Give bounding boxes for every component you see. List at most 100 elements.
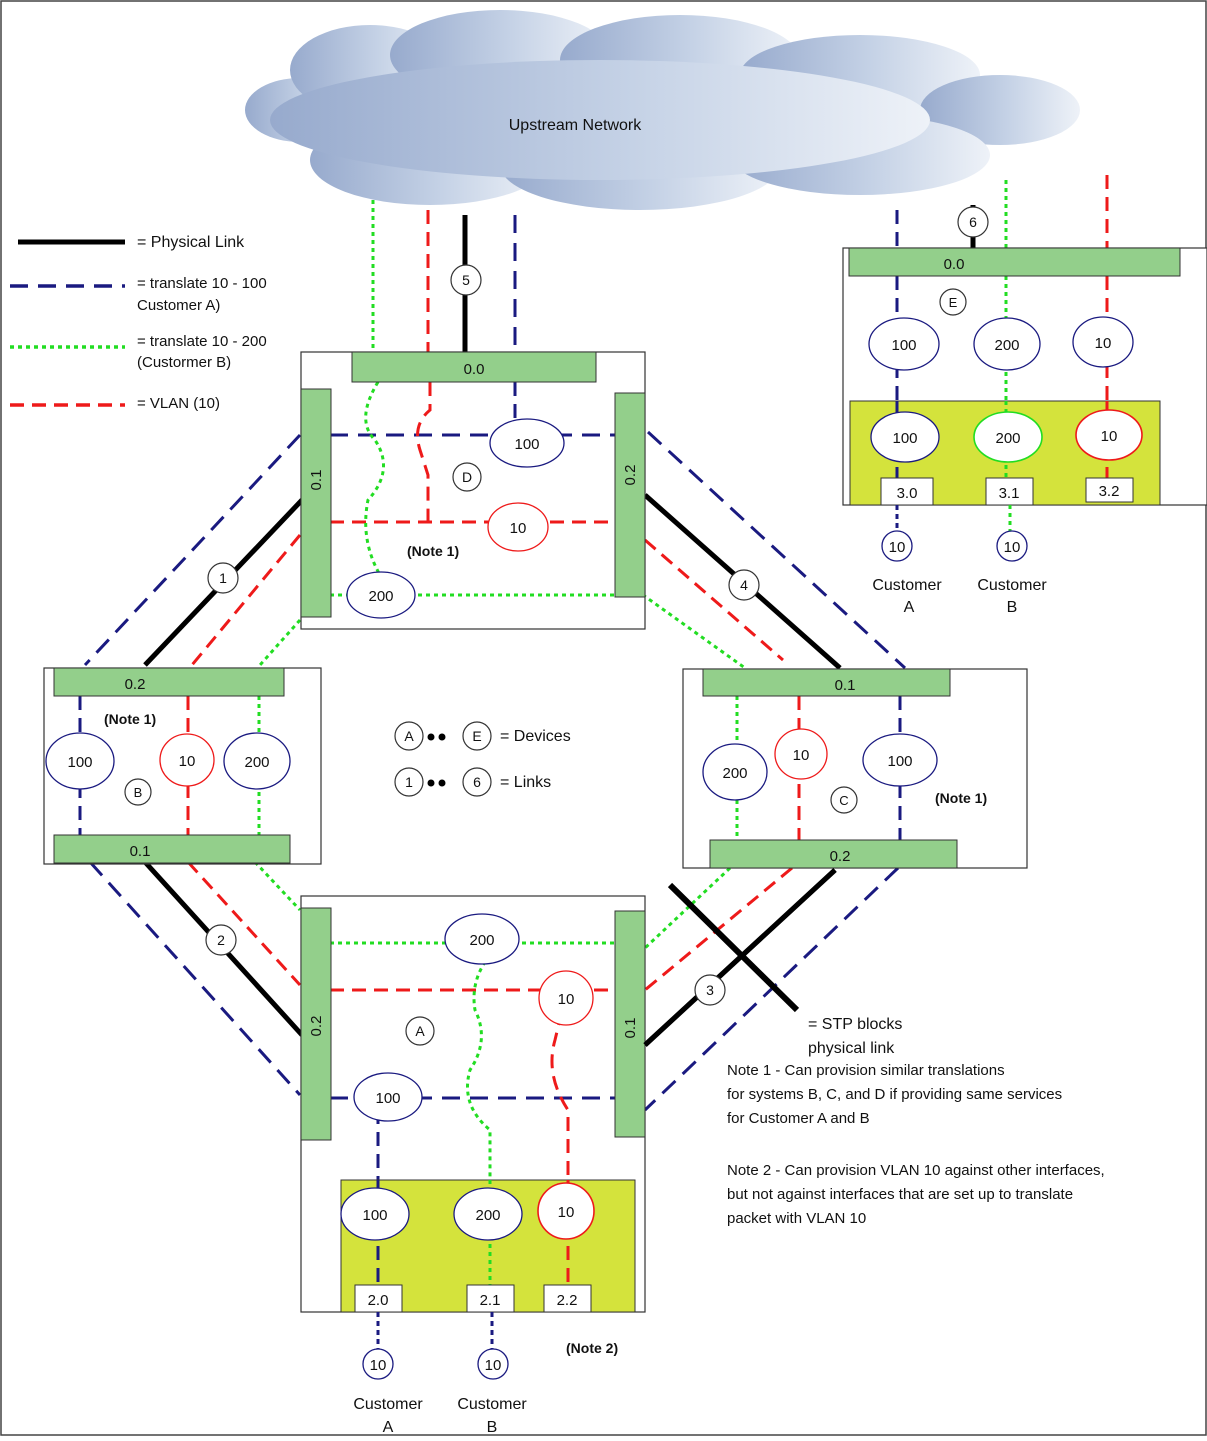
key-devices-text: = Devices xyxy=(500,728,571,745)
device-c-vlan-10: 10 xyxy=(793,747,810,764)
device-e-slot-3-2: 3.2 xyxy=(1099,483,1120,500)
device-a-card-vlan-100: 100 xyxy=(362,1207,387,1224)
device-a-customer-a-label: Customer xyxy=(353,1396,423,1413)
device-e-customer-a-letter: A xyxy=(904,599,915,616)
device-a-port-right: 0.1 xyxy=(622,1018,639,1039)
key-device-a: A xyxy=(404,728,414,744)
device-a-note: (Note 2) xyxy=(566,1340,618,1356)
device-a-customer-a-vlan: 10 xyxy=(370,1357,387,1374)
device-e-vlan-100: 100 xyxy=(891,337,916,354)
device-a-customer-a-letter: A xyxy=(383,1419,394,1436)
device-a-port-left: 0.2 xyxy=(308,1016,325,1037)
device-e-customer-b-vlan: 10 xyxy=(1004,539,1021,556)
device-a-card-vlan-10: 10 xyxy=(558,1204,575,1221)
device-a-slot-2-2: 2.2 xyxy=(557,1292,578,1309)
note-1-line-2: for systems B, C, and D if providing sam… xyxy=(727,1086,1062,1103)
device-c-vlan-200: 200 xyxy=(722,765,747,782)
device-c-label: C xyxy=(839,793,848,808)
stp-block-mark xyxy=(667,882,800,1013)
link-5-label: 5 xyxy=(462,272,470,288)
device-c-note: (Note 1) xyxy=(935,790,987,806)
device-d-port-right: 0.2 xyxy=(622,465,639,486)
legend: = Physical Link = translate 10 - 100 Cus… xyxy=(10,234,267,412)
note-2-line-2: but not against interfaces that are set … xyxy=(727,1186,1073,1203)
device-e-customer-b-letter: B xyxy=(1007,599,1018,616)
device-a-customer-b-label: Customer xyxy=(457,1396,527,1413)
note-1-line-1: Note 1 - Can provision similar translati… xyxy=(727,1062,1005,1079)
key-link-1: 1 xyxy=(405,774,413,790)
note-2-line-1: Note 2 - Can provision VLAN 10 against o… xyxy=(727,1162,1105,1179)
device-e-card-vlan-10: 10 xyxy=(1101,428,1118,445)
legend-translate-b-text: = translate 10 - 200 xyxy=(137,333,267,350)
note-1: Note 1 - Can provision similar translati… xyxy=(727,1062,1062,1127)
link-2-label: 2 xyxy=(217,932,225,948)
device-d-vlan-10: 10 xyxy=(510,520,527,537)
upstream-links-d xyxy=(371,200,517,352)
key-links-text: = Links xyxy=(500,774,551,791)
device-c-port-bottom: 0.2 xyxy=(830,848,851,865)
note-2-line-3: packet with VLAN 10 xyxy=(727,1210,866,1227)
device-c-vlan-100: 100 xyxy=(887,753,912,770)
device-a-label: A xyxy=(415,1023,425,1039)
legend-physical-text: = Physical Link xyxy=(137,234,245,251)
device-b: 0.2 0.1 100 10 200 B (Note 1) xyxy=(43,667,322,865)
legend-translate-a-text: = translate 10 - 100 xyxy=(137,275,267,292)
device-b-label: B xyxy=(134,785,143,800)
legend-translate-a-text2: Customer A) xyxy=(137,297,220,314)
link-6-label: 6 xyxy=(969,214,977,230)
cloud-label: Upstream Network xyxy=(509,117,642,134)
device-b-port-bottom: 0.1 xyxy=(130,843,151,860)
link-4-label: 4 xyxy=(740,577,748,593)
device-e-card-vlan-100: 100 xyxy=(892,430,917,447)
link-3-label: 3 xyxy=(706,982,714,998)
device-e-customer-a-label: Customer xyxy=(872,577,942,594)
stp-blocked-link xyxy=(643,868,837,1047)
device-e-customer-b-label: Customer xyxy=(977,577,1047,594)
stp-note-line2: physical link xyxy=(808,1040,895,1057)
device-b-port-top: 0.2 xyxy=(125,676,146,693)
stp-note-line1: = STP blocks xyxy=(808,1016,902,1033)
note-1-line-3: for Customer A and B xyxy=(727,1110,870,1127)
device-a-slot-2-0: 2.0 xyxy=(368,1292,389,1309)
key-link-6: 6 xyxy=(473,774,481,790)
device-e-slot-3-0: 3.0 xyxy=(897,485,918,502)
device-b-vlan-100: 100 xyxy=(67,754,92,771)
device-d: 0.0 0.1 0.2 100 10 200 D (Note 1) xyxy=(300,351,646,630)
device-a-card-vlan-200: 200 xyxy=(475,1207,500,1224)
device-e-vlan-10: 10 xyxy=(1095,335,1112,352)
device-e-port-top: 0.0 xyxy=(944,256,965,273)
device-d-vlan-100: 100 xyxy=(514,436,539,453)
legend-vlan-text: = VLAN (10) xyxy=(137,395,220,412)
device-a-slot-2-1: 2.1 xyxy=(480,1292,501,1309)
link-labels: 5 6 1 4 2 3 xyxy=(205,206,989,1006)
device-e-label: E xyxy=(949,295,958,310)
device-d-note: (Note 1) xyxy=(407,543,459,559)
device-b-vlan-10: 10 xyxy=(179,753,196,770)
device-a-vlan-200: 200 xyxy=(469,932,494,949)
device-c: 0.1 0.2 200 10 100 C (Note 1) xyxy=(682,668,1028,869)
device-d-port-top: 0.0 xyxy=(464,361,485,378)
device-a-customer-b-vlan: 10 xyxy=(485,1357,502,1374)
note-2: Note 2 - Can provision VLAN 10 against o… xyxy=(727,1162,1105,1227)
upstream-network-cloud: Upstream Network xyxy=(245,10,1080,210)
device-e-vlan-200: 200 xyxy=(994,337,1019,354)
device-link-key: A E = Devices 1 6 = Links xyxy=(394,721,571,797)
device-d-label: D xyxy=(462,469,472,485)
device-a-vlan-10: 10 xyxy=(558,991,575,1008)
device-a-customer-b-letter: B xyxy=(487,1419,498,1436)
device-b-vlan-200: 200 xyxy=(244,754,269,771)
device-e-card-vlan-200: 200 xyxy=(995,430,1020,447)
device-b-note: (Note 1) xyxy=(104,711,156,727)
device-d-vlan-200: 200 xyxy=(368,588,393,605)
device-e-slot-3-1: 3.1 xyxy=(999,485,1020,502)
device-d-port-left: 0.1 xyxy=(308,470,325,491)
device-a: 0.2 0.1 200 10 100 A 100 200 10 2.0 2.1 … xyxy=(300,895,646,1436)
legend-translate-b-text2: (Custormer B) xyxy=(137,354,231,371)
device-a-vlan-100: 100 xyxy=(375,1090,400,1107)
device-e: 0.0 E 100 200 10 100 200 10 3.0 3.1 3.2 … xyxy=(842,247,1207,616)
device-e-customer-a-vlan: 10 xyxy=(889,539,906,556)
inter-device-links xyxy=(83,430,907,1112)
